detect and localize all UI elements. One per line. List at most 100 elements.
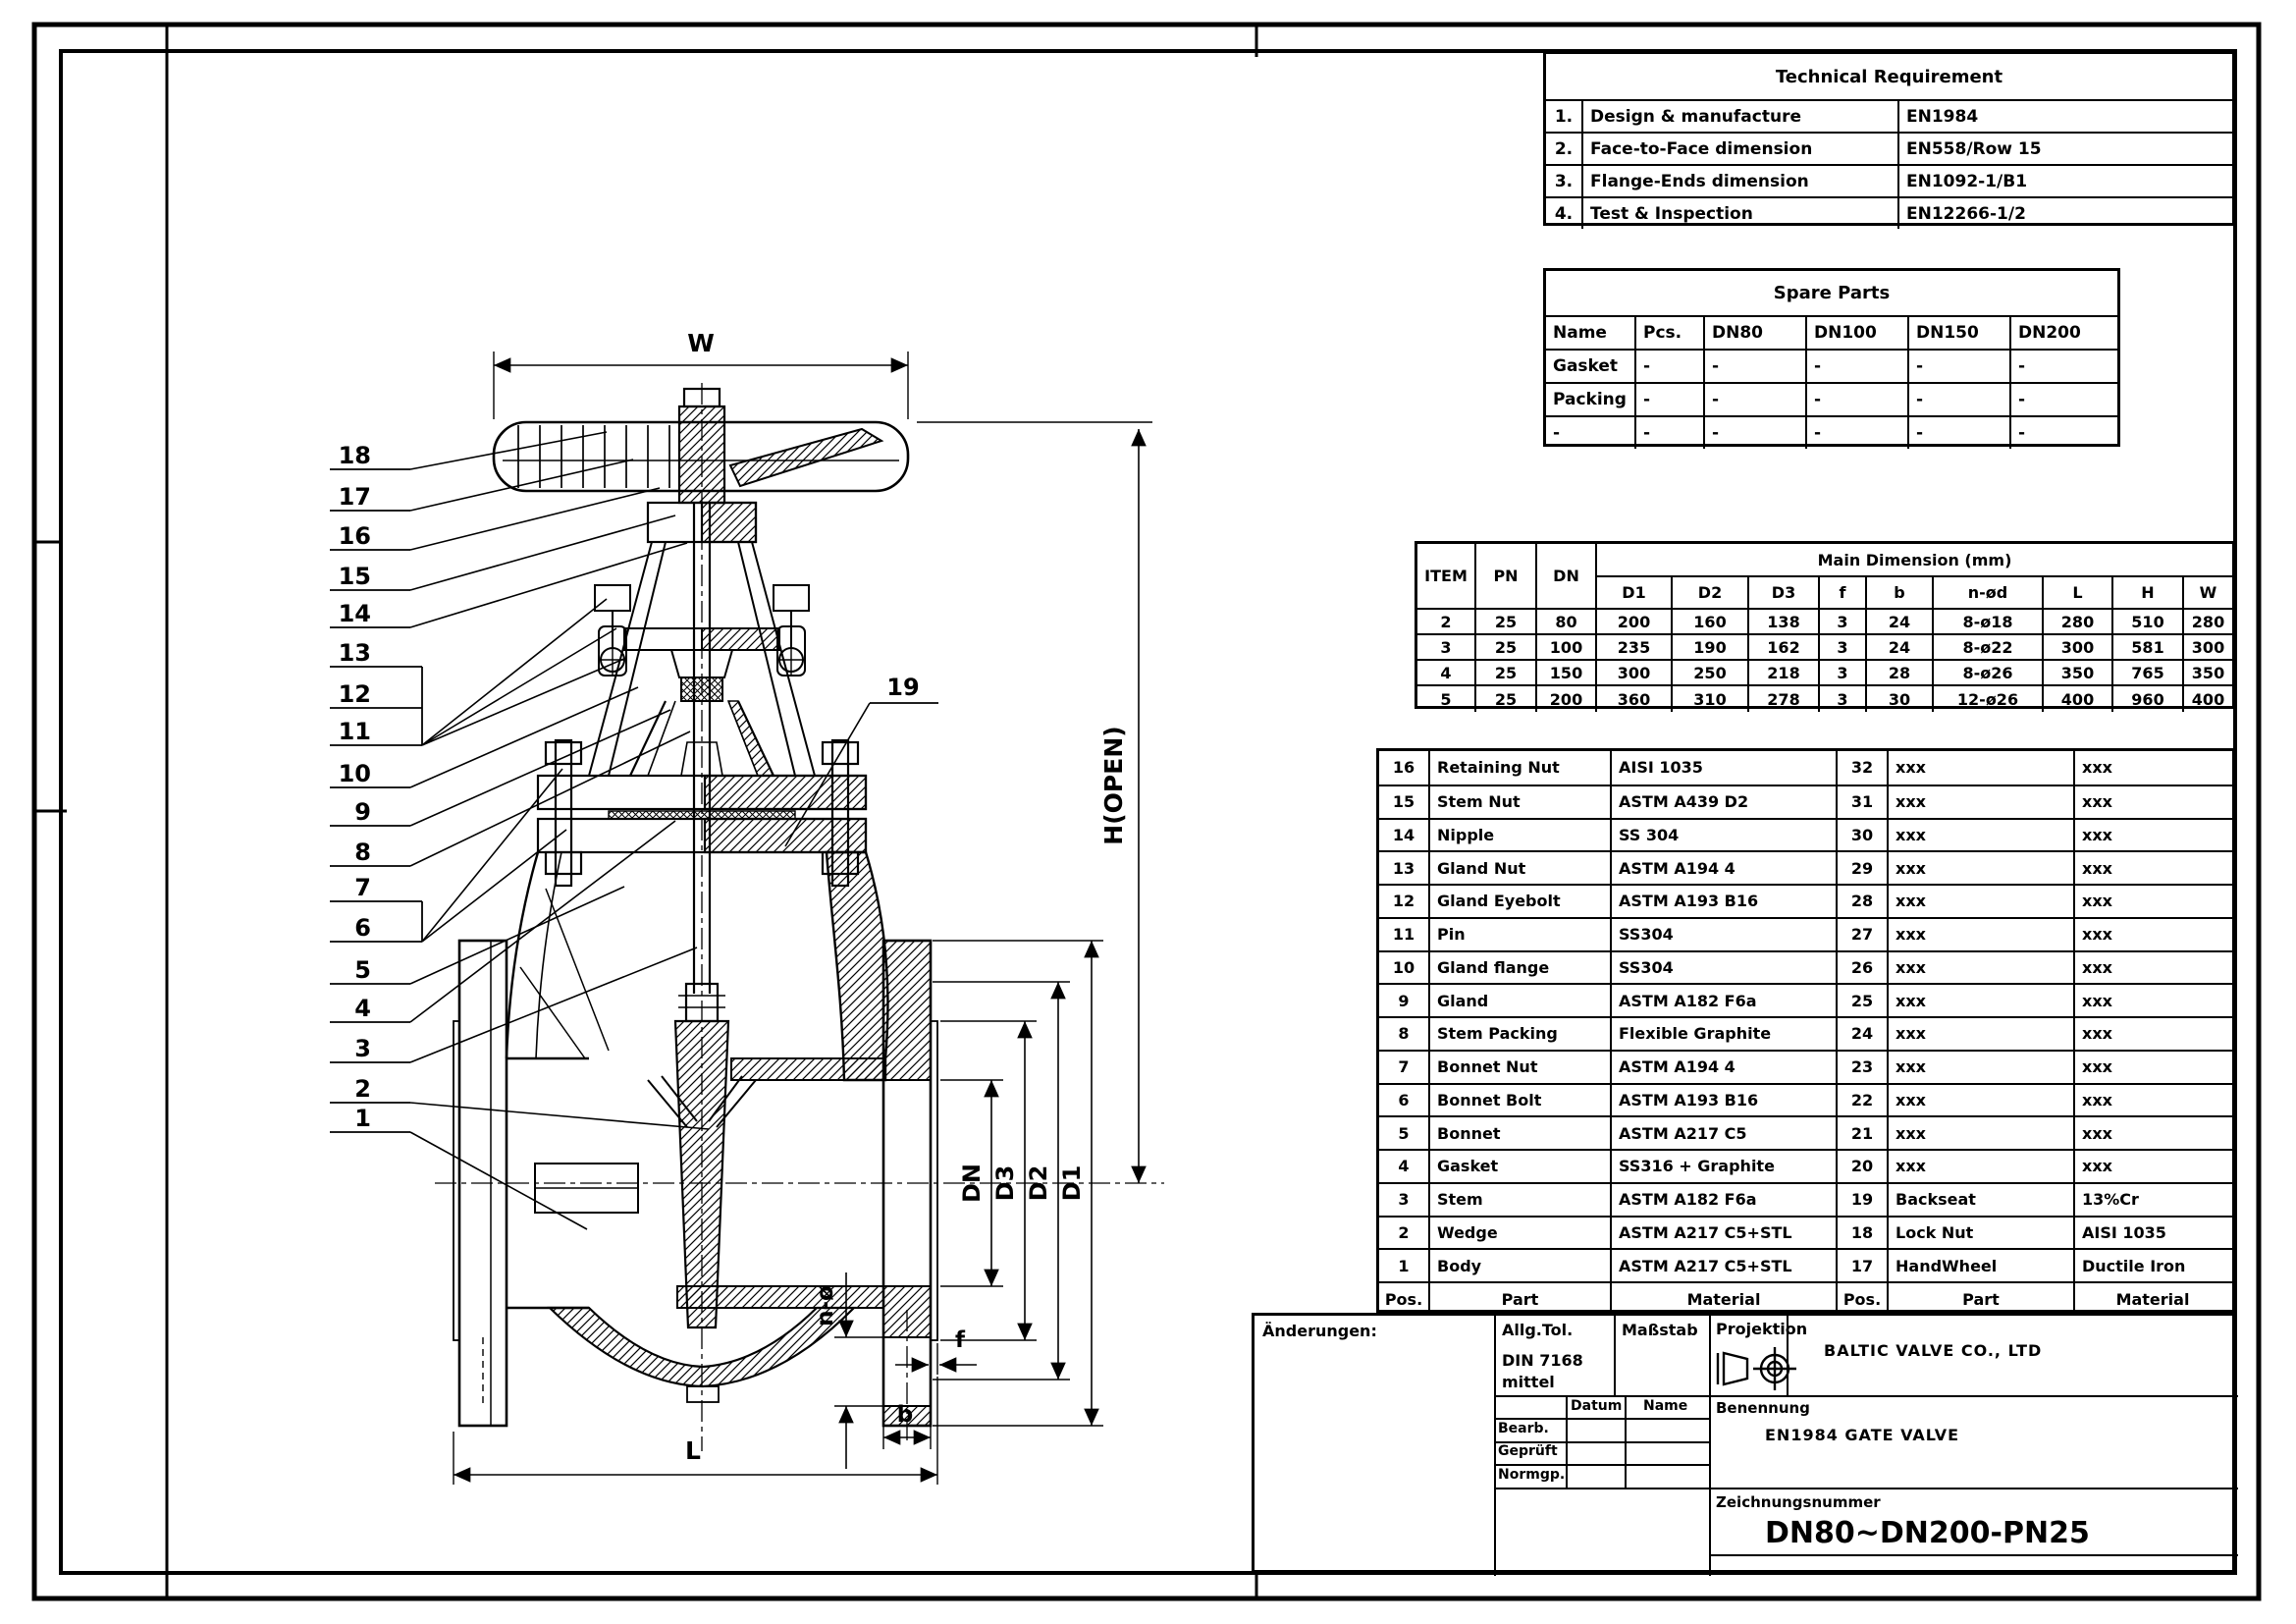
spare-parts-cell: - xyxy=(1553,423,1561,443)
drain-boss xyxy=(686,1385,720,1403)
tolerance-standard: DIN 7168 xyxy=(1502,1351,1583,1370)
bom-cell: ASTM A439 D2 xyxy=(1610,785,1836,818)
main-dimension-value-cell: 162 xyxy=(1749,635,1820,661)
callout-leader xyxy=(409,820,676,1023)
main-dimension-value-cell: 24 xyxy=(1867,610,1934,635)
spare-parts-title: Spare Parts xyxy=(1773,283,1891,303)
main-dimension-value-cell: 138 xyxy=(1749,610,1820,635)
bom-cell: xxx xyxy=(1887,886,2073,917)
bom-cell: Bonnet xyxy=(1428,1117,1610,1149)
bom-cell: xxx xyxy=(1887,751,2073,785)
handwheel-spokes xyxy=(517,425,670,488)
main-dimension-value-cell: 150 xyxy=(1537,661,1597,686)
callout-leader xyxy=(409,542,688,628)
titleblock-line xyxy=(1494,1395,2238,1397)
titleblock-divider xyxy=(1494,1316,1496,1576)
bom-cell: Gland Nut xyxy=(1428,852,1610,884)
main-dimension-value-cell: 960 xyxy=(2113,686,2184,712)
spare-parts-cell: - xyxy=(1805,384,1907,415)
bonnet-bolt-left xyxy=(554,738,573,888)
titleblock-line xyxy=(1494,1441,1709,1443)
main-dimension-header-cell: b xyxy=(1867,577,1934,610)
bom-cell: 11 xyxy=(1392,925,1415,945)
dim-label-dn: DN xyxy=(958,1164,986,1203)
bom-cell: ASTM A217 C5+STL xyxy=(1610,1217,1836,1249)
dim-w: W xyxy=(493,329,909,419)
bom-cell: xxx xyxy=(2073,1117,2230,1149)
bom-cell: 14 xyxy=(1392,825,1415,844)
spare-parts-cell: - xyxy=(1805,417,1907,449)
bom-cell: Ductile Iron xyxy=(2073,1250,2230,1281)
gland-assembly xyxy=(594,584,810,702)
technical-requirement-cell: Test & Inspection xyxy=(1581,198,1897,229)
first-angle-projection-icon xyxy=(1716,1347,1796,1390)
technical-requirement-cell: EN1984 xyxy=(1897,101,2232,132)
callout-18: 18 xyxy=(339,442,371,469)
dim-label-d1: D1 xyxy=(1058,1165,1086,1202)
checked-by-label: Geprüft xyxy=(1498,1443,1558,1459)
gland-nut-left xyxy=(594,584,631,612)
main-dimension-value-cell: 190 xyxy=(1673,635,1749,661)
main-dimension-header-cell: D3 xyxy=(1749,577,1820,610)
callout-leader xyxy=(421,657,627,746)
callout-leader xyxy=(409,487,661,551)
main-dimension-value-cell: 3 xyxy=(1417,635,1476,661)
bom-cell: AISI 1035 xyxy=(1610,751,1836,785)
bom-cell: xxx xyxy=(2073,1018,2230,1050)
titleblock-line xyxy=(1614,1316,1616,1395)
callout-leader xyxy=(421,768,563,943)
main-dimension-value-cell: 360 xyxy=(1597,686,1673,712)
bom-cell: Gland Eyebolt xyxy=(1428,886,1610,917)
bom-cell: 19 xyxy=(1836,1183,1887,1216)
callout-leader xyxy=(409,1131,588,1230)
main-dimension-header-cell: DN xyxy=(1537,544,1597,610)
handwheel-hub xyxy=(677,405,726,505)
bom-cell: xxx xyxy=(2073,886,2230,917)
bom-cell: Retaining Nut xyxy=(1428,751,1610,785)
spare-parts-header-cell: DN150 xyxy=(1907,317,2009,349)
bom-cell: xxx xyxy=(1887,1117,2073,1149)
bom-cell: ASTM A217 C5+STL xyxy=(1610,1250,1836,1281)
dimensions: W H(OPEN) DN D3 D2 xyxy=(453,329,1152,1485)
bom-cell: xxx xyxy=(2073,1151,2230,1182)
main-dimension-value-cell: 3 xyxy=(1820,686,1867,712)
bom-cell: xxx xyxy=(1887,951,2073,984)
technical-requirement-cell: EN558/Row 15 xyxy=(1897,134,2232,164)
bom-cell: Stem xyxy=(1428,1183,1610,1216)
dim-d2: D2 xyxy=(933,981,1070,1380)
wedge xyxy=(673,1019,730,1329)
bom-cell: xxx xyxy=(1887,985,2073,1016)
drawn-by-label: Bearb. xyxy=(1498,1421,1549,1436)
bom-cell: ASTM A193 B16 xyxy=(1610,1084,1836,1116)
bom-cell: Wedge xyxy=(1428,1217,1610,1249)
bom-cell: Stem Packing xyxy=(1428,1018,1610,1050)
titleblock-line xyxy=(1709,1554,2238,1556)
callout-leader xyxy=(409,431,608,470)
dim-f: f xyxy=(895,1327,977,1375)
bom-cell: xxx xyxy=(2073,951,2230,984)
main-dimension-header-cell: W xyxy=(2184,577,2232,610)
spare-parts-cell: Gasket xyxy=(1553,356,1619,376)
callout-13: 13 xyxy=(339,639,371,667)
callout-leader xyxy=(409,459,634,512)
main-dimension-value-cell: 200 xyxy=(1537,686,1597,712)
dim-label-b: b xyxy=(897,1402,913,1428)
main-dimension-value-cell: 278 xyxy=(1749,686,1820,712)
titleblock-line xyxy=(1709,1316,1711,1576)
dim-label-n-d: n-ø xyxy=(813,1285,838,1326)
callout-6: 6 xyxy=(354,914,371,942)
bom-cell: xxx xyxy=(1887,1151,2073,1182)
spare-parts-cell: - xyxy=(1634,384,1703,415)
bom-cell: xxx xyxy=(1887,918,2073,950)
